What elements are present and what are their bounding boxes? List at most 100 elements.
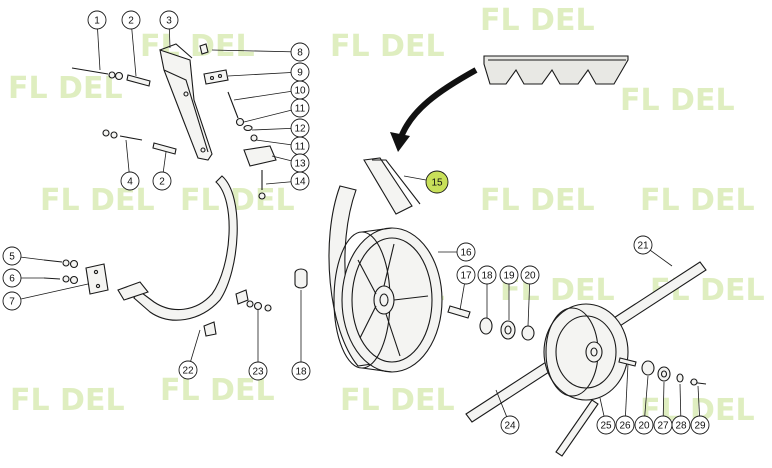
callout-10: 10: [290, 80, 310, 100]
callout-9: 9: [290, 62, 310, 82]
callout-20: 20: [520, 265, 540, 285]
callout-circle: [596, 415, 616, 435]
callout-number: 11: [295, 104, 306, 115]
callout-number: 25: [600, 421, 612, 432]
callout-circle: [178, 360, 198, 380]
watermark-text: FL DEL: [140, 29, 255, 64]
callout-number: 24: [504, 421, 516, 432]
callout-14: 14: [290, 171, 310, 191]
callout-circle: [290, 98, 310, 118]
callout-4: 4: [120, 171, 140, 191]
callout-8: 8: [290, 42, 310, 62]
callout-number: 11: [295, 142, 306, 153]
callout-3: 3: [159, 10, 179, 30]
callout-29: 29: [690, 415, 710, 435]
leader-line: [233, 89, 301, 101]
callout-7: 7: [2, 291, 22, 311]
callout-18: 18: [291, 361, 311, 381]
callout-28: 28: [671, 415, 691, 435]
callout-circle: [87, 10, 107, 30]
callout-24: 24: [500, 415, 520, 435]
callout-circle: [456, 265, 476, 285]
callout-number: 27: [657, 421, 669, 432]
callout-circle: [291, 361, 311, 381]
callout-circle: [477, 265, 497, 285]
callout-circle: [633, 235, 653, 255]
leader-line: [211, 49, 301, 53]
callout-circle: [425, 170, 449, 194]
callout-circle: [634, 415, 654, 435]
callout-number: 2: [128, 16, 134, 27]
shaft-key: [447, 305, 471, 319]
side-hardware: [43, 259, 109, 295]
lower-bolt: [102, 129, 143, 141]
callout-1: 1: [87, 10, 107, 30]
callout-number: 17: [460, 271, 472, 282]
callout-20: 20: [634, 415, 654, 435]
mounting-bracket: [159, 43, 213, 161]
callout-number: 18: [481, 271, 493, 282]
callout-number: 13: [294, 159, 306, 170]
watermark-text: FL DEL: [620, 83, 735, 118]
callout-number: 7: [9, 297, 15, 308]
watermark-text: FL DEL: [480, 183, 595, 218]
detail-arrow: [390, 67, 478, 152]
strap-hardware: [246, 300, 272, 312]
watermark-text: FL DEL: [500, 273, 615, 308]
callout-circle: [499, 265, 519, 285]
bracket-assembly: [71, 43, 277, 200]
callout-number: 20: [638, 421, 650, 432]
callout-number: 21: [637, 241, 649, 252]
callout-26: 26: [615, 415, 635, 435]
callout-circle: [500, 415, 520, 435]
long-bolt: [71, 67, 124, 81]
callout-number: 22: [182, 366, 194, 377]
callout-circle: [290, 42, 310, 62]
clamp-plate: [243, 145, 277, 167]
belt-cross-section: [483, 55, 629, 85]
callout-21: 21: [633, 235, 653, 255]
callout-2: 2: [152, 171, 172, 191]
bushing-left: [294, 268, 308, 289]
watermark-text: FL DEL: [340, 383, 455, 418]
callout-6: 6: [2, 268, 22, 288]
pulley-bushings: [479, 317, 535, 341]
leader-line: [624, 363, 629, 426]
watermark-text: FL DEL: [10, 383, 125, 418]
threaded-rod: [227, 91, 239, 119]
main-pulley: [328, 157, 443, 373]
secondary-hardware: [618, 357, 707, 386]
callout-circle: [2, 246, 22, 266]
callout-18: 18: [477, 265, 497, 285]
callout-number: 26: [619, 421, 631, 432]
watermark-text: FL DEL: [180, 183, 295, 218]
callout-number: 12: [294, 124, 306, 135]
callout-circle: [159, 10, 179, 30]
watermark-text: FL DEL: [480, 3, 595, 38]
callout-circle: [2, 268, 22, 288]
callout-number: 15: [431, 178, 443, 189]
callout-27: 27: [653, 415, 673, 435]
callout-number: 1: [94, 16, 100, 27]
callout-circle: [690, 415, 710, 435]
watermark-text: FL DEL: [330, 29, 445, 64]
watermark-text: FL DEL: [40, 183, 155, 218]
callout-number: 23: [252, 367, 264, 378]
secondary-pulley: [465, 261, 707, 457]
clamp-bolt: [258, 170, 266, 200]
nuts-and-washers: [235, 117, 258, 142]
callout-2: 2: [121, 10, 141, 30]
bracket-bolt-and-plate: [199, 43, 229, 85]
callout-number: 3: [166, 16, 172, 27]
callout-number: 10: [294, 86, 306, 97]
callout-5: 5: [2, 246, 22, 266]
callout-circle: [2, 291, 22, 311]
callout-circle: [520, 265, 540, 285]
leader-line: [227, 71, 301, 77]
callout-number: 14: [294, 177, 306, 188]
callout-circle: [121, 10, 141, 30]
belt-guard-strap: [117, 175, 249, 337]
callout-circle: [456, 242, 476, 262]
callout-17: 17: [456, 265, 476, 285]
